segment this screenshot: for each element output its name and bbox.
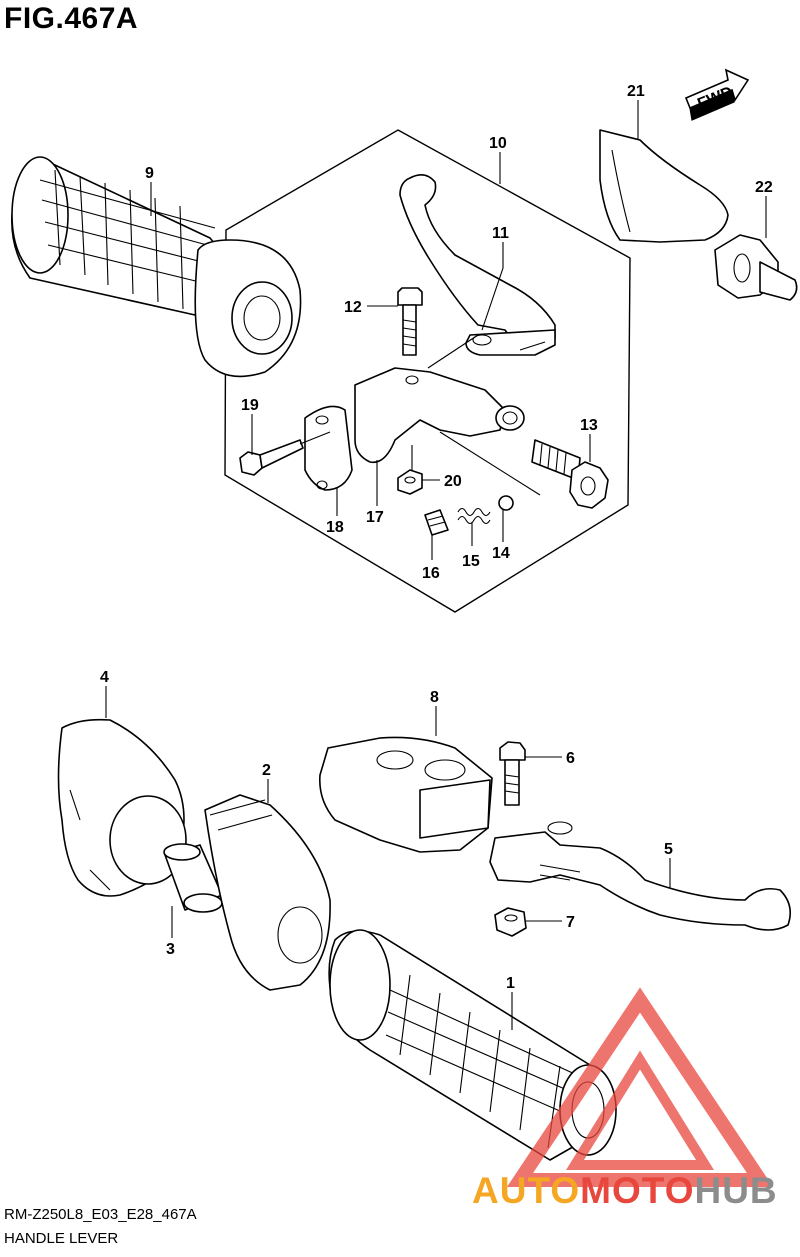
part-1-grip-right[interactable] bbox=[328, 929, 617, 1161]
callout-numbers: 9 10 11 12 21 22 19 13 20 18 17 14 15 16… bbox=[100, 83, 773, 992]
part-6-bolt[interactable] bbox=[499, 741, 526, 806]
watermark-part-moto: MOTO bbox=[580, 1170, 695, 1211]
part-21-cover[interactable] bbox=[599, 129, 729, 243]
part-19-bolt[interactable] bbox=[239, 439, 304, 476]
callout-15: 15 bbox=[462, 553, 480, 570]
callout-4: 4 bbox=[100, 669, 109, 686]
fwd-arrow-icon: FWD bbox=[684, 68, 750, 121]
callout-2: 2 bbox=[262, 762, 271, 779]
part-17-bracket[interactable] bbox=[354, 367, 525, 464]
part-22-adjuster[interactable] bbox=[714, 234, 798, 301]
part-16-collar[interactable] bbox=[424, 509, 449, 536]
part-5-lever[interactable] bbox=[489, 821, 791, 931]
callout-8: 8 bbox=[430, 689, 439, 706]
part-14-ball[interactable] bbox=[498, 495, 514, 511]
callout-3: 3 bbox=[166, 941, 175, 958]
callout-7: 7 bbox=[566, 914, 575, 931]
part-13-adjuster[interactable] bbox=[531, 439, 609, 509]
part-4-cover[interactable] bbox=[57, 718, 187, 897]
part-12-bolt[interactable] bbox=[397, 287, 423, 356]
callout-20: 20 bbox=[444, 473, 462, 490]
watermark-logo bbox=[506, 987, 774, 1187]
callout-18: 18 bbox=[326, 519, 344, 536]
part-15-spring[interactable] bbox=[457, 507, 491, 525]
callout-14: 14 bbox=[492, 545, 510, 562]
part-7-nut[interactable] bbox=[494, 907, 527, 937]
callout-5: 5 bbox=[664, 841, 673, 858]
callout-13: 13 bbox=[580, 417, 598, 434]
part-20-nut[interactable] bbox=[397, 469, 423, 495]
figure-title: FIG.467A bbox=[4, 2, 139, 35]
part-10-lever[interactable] bbox=[399, 174, 556, 356]
watermark-part-auto: AUTO bbox=[472, 1170, 581, 1211]
part-8-cover[interactable] bbox=[318, 736, 493, 853]
figure-code: RM-Z250L8_E03_E28_467A bbox=[4, 1206, 197, 1223]
part-18-clamp[interactable] bbox=[304, 405, 353, 491]
watermark-text: AUTOMOTOHUB bbox=[472, 1170, 778, 1212]
callout-11: 11 bbox=[492, 225, 509, 242]
watermark-part-hub: HUB bbox=[694, 1170, 778, 1211]
leader-lines bbox=[105, 100, 767, 1030]
callout-12: 12 bbox=[344, 299, 362, 316]
figure-name: HANDLE LEVER bbox=[4, 1230, 119, 1247]
callout-10: 10 bbox=[489, 135, 507, 152]
part-2-holder[interactable] bbox=[204, 794, 331, 991]
callout-6: 6 bbox=[566, 750, 575, 767]
callout-21: 21 bbox=[627, 83, 645, 100]
callout-22: 22 bbox=[755, 179, 773, 196]
assembly-boundary bbox=[224, 129, 631, 613]
part-3-collar[interactable] bbox=[163, 843, 223, 913]
callout-1: 1 bbox=[506, 975, 515, 992]
callout-16: 16 bbox=[422, 565, 440, 582]
callout-17: 17 bbox=[366, 509, 384, 526]
callout-19: 19 bbox=[241, 397, 259, 414]
callout-9: 9 bbox=[145, 165, 154, 182]
part-9-grip-left[interactable] bbox=[11, 156, 302, 378]
